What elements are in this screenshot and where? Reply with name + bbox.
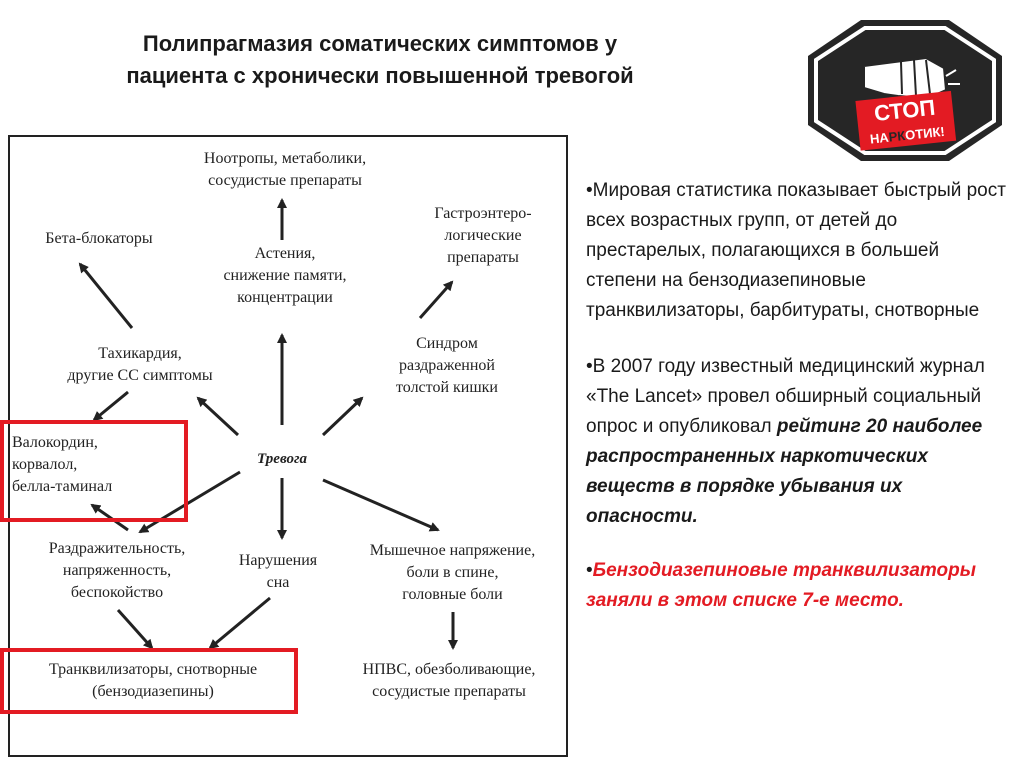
node-nsaid: НПВС, обезболивающие, сосудистые препара… (340, 659, 558, 703)
node-text: сосудистые препараты (208, 172, 362, 189)
node-text: боли в спине, (406, 564, 499, 581)
node-tachycardia: Тахикардия, другие СС симптомы (30, 343, 250, 387)
logo-text-part-c: ОТИК! (904, 124, 945, 143)
arrow-irrit-to-valokordin (90, 503, 129, 532)
node-text: Бета-блокаторы (45, 230, 153, 247)
highlight-valokordin (0, 420, 188, 522)
node-muscle-tension: Мышечное напряжение, боли в спине, голов… (345, 540, 560, 606)
node-text: НПВС, обезболивающие, (362, 661, 536, 678)
arrow-tachy-to-beta (78, 262, 134, 329)
logo-text-part-a: НА (869, 130, 890, 147)
node-text: Раздражительность, (48, 540, 186, 557)
lancet-emphasis: рейтинг 20 наиболее распространенных нар… (586, 416, 983, 527)
node-tranquilizers: Транквилизаторы, снотворные (бензодиазеп… (18, 659, 288, 703)
text-panel: •Мировая статистика показывает быстрый р… (586, 176, 1006, 616)
node-text: Нарушения (238, 552, 318, 569)
arrow-irrit-to-tranq (116, 608, 154, 650)
node-text: Мышечное напряжение, (369, 542, 536, 559)
node-text: напряженность, (62, 562, 172, 579)
node-text: сна (266, 574, 290, 591)
node-text: Ноотропы, метаболики, (203, 150, 367, 167)
node-text: другие СС симптомы (67, 367, 213, 384)
slide-title: Полипрагмазия соматических симптомов у п… (40, 28, 720, 92)
node-text: толстой кишки (396, 379, 498, 396)
logo-text-part-b: РК (888, 128, 906, 145)
node-text: Синдром (416, 335, 478, 352)
node-text: концентрации (237, 289, 333, 306)
node-text: Валокордин, (12, 434, 98, 451)
arrow-tachy-to-valokordin (92, 390, 129, 422)
fist-icon (863, 56, 960, 100)
bullet-lancet: •В 2007 году известный медицинский журна… (586, 352, 1006, 532)
node-valokordin: Валокордин, корвалол, белла-таминал (12, 432, 182, 498)
stop-sign-badge: СТОП НАРКОТИК! (855, 90, 957, 151)
node-sleep: Нарушения сна (218, 550, 338, 594)
arrow-syndrome-to-gastro (418, 280, 454, 319)
node-text: Гастроэнтеро- (434, 205, 532, 222)
node-text: Тревога (257, 451, 307, 467)
node-text: препараты (447, 249, 519, 266)
bullet-benzodiazepines: •Бензодиазепиновые транквилизаторы занял… (586, 556, 1006, 616)
node-text: снижение памяти, (223, 267, 347, 284)
stop-narcotics-logo: СТОП НАРКОТИК! (808, 20, 1002, 161)
highlight-tranquilizers (0, 648, 298, 714)
node-anxiety: Тревога (240, 448, 324, 470)
arrow-sleep-to-tranq (208, 596, 271, 650)
node-text: сосудистые препараты (372, 683, 526, 700)
title-line-1: Полипрагмазия соматических симптомов у (142, 31, 618, 56)
node-irritability: Раздражительность, напряженность, беспок… (22, 538, 212, 604)
logo-text-narcotics: НАРКОТИК! (869, 124, 945, 147)
arrow-anxiety-to-syndrome (321, 396, 364, 437)
node-text: Тахикардия, (98, 345, 182, 362)
benzodiazepine-rank: Бензодиазепиновые транквилизаторы заняли… (586, 560, 976, 611)
node-asthenia: Астения, снижение памяти, концентрации (185, 243, 385, 309)
node-text: раздраженной (398, 357, 495, 374)
node-text: головные боли (402, 586, 503, 603)
node-text: беспокойство (70, 584, 164, 601)
anxiety-diagram (8, 135, 568, 757)
node-text: белла-таминал (12, 478, 113, 495)
arrow-anxiety-to-irrit (138, 470, 241, 534)
bullet-statistics: •Мировая статистика показывает быстрый р… (586, 180, 1006, 321)
node-ibs: Синдром раздраженной толстой кишки (362, 333, 532, 399)
title-line-2: пациента с хронически повышенной тревого… (126, 63, 634, 88)
node-text: Астения, (254, 245, 316, 262)
node-text: Транквилизаторы, снотворные (48, 661, 258, 678)
arrow-anxiety-to-muscle (322, 478, 440, 532)
node-text: корвалол, (12, 456, 78, 473)
arrow-anxiety-to-tachy (196, 396, 240, 437)
node-beta-blockers: Бета-блокаторы (14, 228, 184, 250)
lancet-plain: •В 2007 году известный медицинский журна… (586, 356, 985, 437)
node-gastro: Гастроэнтеро- логические препараты (408, 203, 558, 269)
node-text: логические (444, 227, 522, 244)
node-text: (бензодиазепины) (92, 683, 214, 700)
bullet-mark: • (586, 560, 593, 581)
node-nootropics: Ноотропы, метаболики, сосудистые препара… (150, 148, 420, 192)
